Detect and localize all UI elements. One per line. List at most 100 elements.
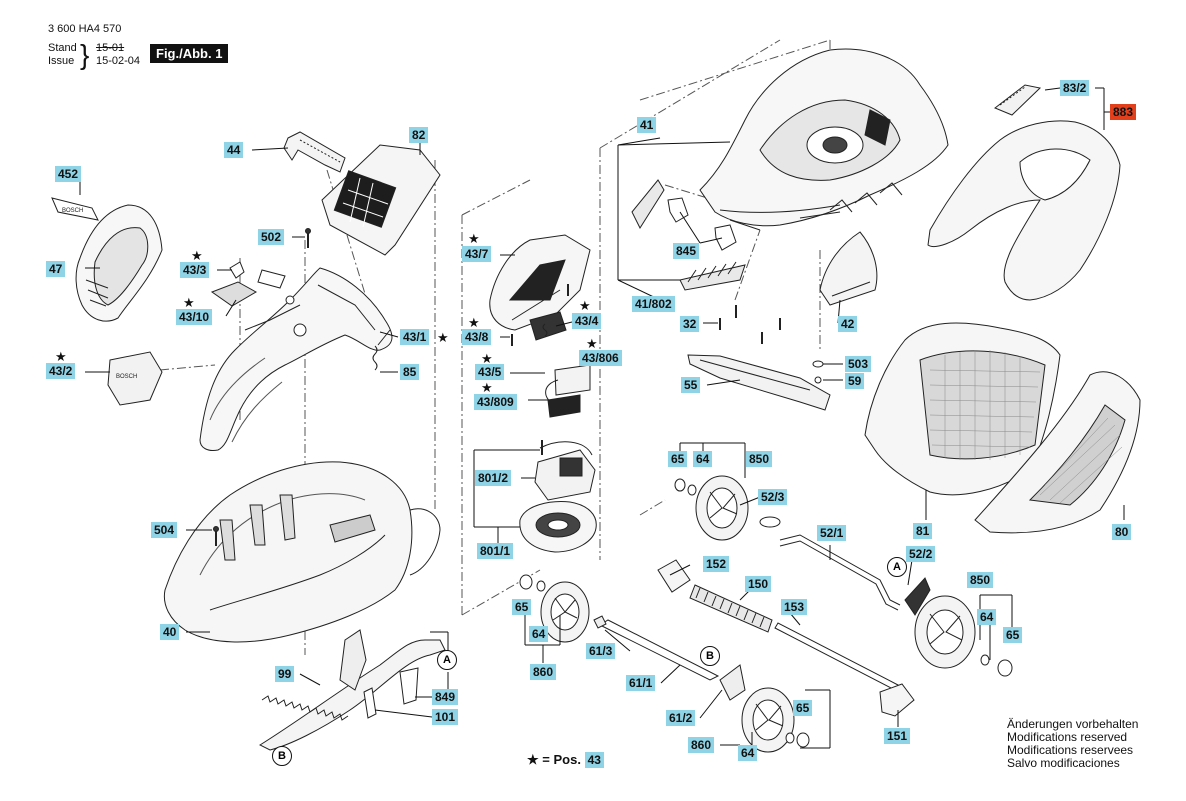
callout-849: 849 xyxy=(432,689,459,705)
callout-150: 150 xyxy=(745,576,772,592)
callout-43-809: 43/809 xyxy=(474,394,517,410)
part-801-1-motor xyxy=(519,501,597,553)
part-502-screw xyxy=(305,228,311,248)
callout-503: 503 xyxy=(845,356,872,372)
marker-b-right: B xyxy=(700,646,720,666)
callout-43-5: 43/5 xyxy=(475,364,505,380)
star-43-809: ★ xyxy=(481,380,493,395)
callout-85: 85 xyxy=(400,364,420,380)
note-spanish: Salvo modificaciones xyxy=(1007,756,1120,770)
figure-label: Fig./Abb. 1 xyxy=(150,44,229,63)
star-43-806: ★ xyxy=(586,336,598,351)
callout-40: 40 xyxy=(160,624,180,640)
callout-43-8: 43/8 xyxy=(462,329,492,345)
part-151-end-cap xyxy=(879,683,915,717)
part-43-806-switch xyxy=(545,364,591,418)
callout-55: 55 xyxy=(681,377,701,393)
part-44-handle-grip xyxy=(283,131,346,173)
marker-b-left: B xyxy=(272,746,292,766)
callout-42: 42 xyxy=(838,316,858,332)
part-503-washer xyxy=(812,360,824,368)
legend-equals: = Pos. xyxy=(542,752,581,767)
part-883-top-cover xyxy=(927,120,1121,301)
callout-65-d: 65 xyxy=(1003,627,1023,643)
callout-61-1: 61/1 xyxy=(626,675,656,691)
part-55-blade xyxy=(687,354,831,411)
part-43-4-switch-bracket xyxy=(529,311,567,341)
callout-65-c: 65 xyxy=(668,451,688,467)
star-43-8: ★ xyxy=(468,315,480,330)
callout-504: 504 xyxy=(151,522,178,538)
callout-152: 152 xyxy=(703,556,730,572)
part-52-1-rod xyxy=(779,534,901,611)
callout-801-1: 801/1 xyxy=(477,543,514,559)
document-number: 3 600 HA4 570 xyxy=(48,23,122,35)
star-43-3: ★ xyxy=(191,248,203,263)
part-43-1-handle-frame xyxy=(199,267,393,451)
stand-value: 15-01 xyxy=(96,42,125,54)
callout-52-3: 52/3 xyxy=(758,489,788,505)
callout-850-a: 850 xyxy=(746,451,773,467)
callout-850-b: 850 xyxy=(967,572,994,588)
callout-64-d: 64 xyxy=(977,609,997,625)
callout-43-1: 43/1 xyxy=(400,329,430,345)
part-150-bellows xyxy=(689,584,773,633)
part-32-screws xyxy=(719,305,781,344)
callout-81: 81 xyxy=(913,523,933,539)
callout-61-3: 61/3 xyxy=(586,643,616,659)
part-47-cover xyxy=(75,204,163,322)
brace-symbol: } xyxy=(80,39,90,70)
callout-43-3: 43/3 xyxy=(180,262,210,278)
part-41-deck xyxy=(699,48,949,231)
part-82-control-cover xyxy=(321,144,441,256)
callout-83-2: 83/2 xyxy=(1060,80,1090,96)
part-43-7-motor-cover xyxy=(489,234,591,331)
callout-41: 41 xyxy=(637,117,657,133)
star-43-4: ★ xyxy=(579,298,591,313)
callout-64-a: 64 xyxy=(529,626,549,642)
callout-64-c: 64 xyxy=(693,451,713,467)
callout-860-a: 860 xyxy=(530,664,557,680)
part-42-flap xyxy=(819,231,878,306)
callout-41-802: 41/802 xyxy=(632,296,675,312)
star-43-2: ★ xyxy=(55,349,67,364)
callout-99: 99 xyxy=(275,666,295,682)
callout-82: 82 xyxy=(409,127,429,143)
part-152-end-cap xyxy=(657,559,691,593)
modifications-note: Änderungen vorbehalten Modifications res… xyxy=(1007,718,1138,770)
callout-65-a: 65 xyxy=(512,599,532,615)
part-43-10-switch xyxy=(210,281,258,307)
part-85-spring xyxy=(372,329,391,371)
callout-883: 883 xyxy=(1110,104,1137,120)
callout-151: 151 xyxy=(884,728,911,744)
star-43-7: ★ xyxy=(468,231,480,246)
callout-52-1: 52/1 xyxy=(817,525,847,541)
callout-61-2: 61/2 xyxy=(666,710,696,726)
callout-502: 502 xyxy=(258,229,285,245)
part-43-2-bracket: BOSCH xyxy=(107,351,163,406)
callout-153: 153 xyxy=(781,599,808,615)
leader-lines xyxy=(79,87,1125,749)
callout-452: 452 xyxy=(55,166,82,182)
callout-801-2: 801/2 xyxy=(475,470,512,486)
callout-43-806: 43/806 xyxy=(579,350,622,366)
callout-43-2: 43/2 xyxy=(46,363,76,379)
part-849-height-lever xyxy=(258,629,446,751)
part-99-spring xyxy=(261,695,349,721)
wheel-rear-left xyxy=(741,687,810,753)
part-80-grass-box-base xyxy=(974,371,1141,534)
callout-101: 101 xyxy=(432,709,459,725)
part-153-rear-axle xyxy=(774,622,899,691)
wheel-front-left xyxy=(519,574,590,643)
part-40-housing xyxy=(163,461,441,643)
part-101-clip xyxy=(363,687,377,719)
wheel-rear-right xyxy=(914,595,1013,677)
part-801-2-electronics xyxy=(534,440,596,501)
issue-value: 15-02-04 xyxy=(96,55,141,67)
callout-32: 32 xyxy=(680,316,700,332)
part-504-screw xyxy=(213,526,219,546)
callout-860-b: 860 xyxy=(688,737,715,753)
svg-text:BOSCH: BOSCH xyxy=(116,374,137,380)
